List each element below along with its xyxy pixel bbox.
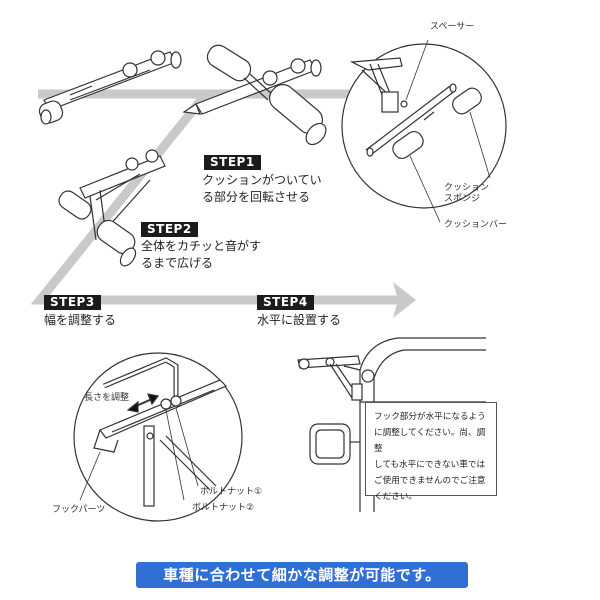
step2-badge: STEP2	[141, 222, 198, 237]
step1-line1: クッションがついてい	[202, 173, 322, 187]
rack-cushion-rotated-illustration	[182, 44, 327, 146]
step4-line1: 水平に設置する	[257, 313, 342, 327]
step2-line2: るまで広げる	[141, 256, 214, 270]
hook-parts-label: フックパーツ	[52, 505, 106, 515]
step2-description: 全体をカチッと音がす るまで広げる	[141, 238, 261, 272]
rack-folded-illustration	[38, 50, 182, 125]
step1-description: クッションがついてい る部分を回転させる	[202, 172, 322, 206]
installation-note: フック部分が水平になるよう に調整してください。尚、調整 しても水平にできない車…	[365, 402, 497, 502]
adjustable-banner: 車種に合わせて細かな調整が可能です。	[136, 562, 468, 588]
cushion-sponge-label-line2: スポンジ	[444, 194, 481, 204]
note-line2: に調整してください。尚、調整	[374, 428, 486, 454]
length-adjust-label: 長さを調整	[84, 393, 130, 403]
step4-badge: STEP4	[257, 295, 314, 310]
cushion-bar-label: クッションバー	[444, 220, 508, 230]
bolt-nut-2-label: ボルトナット②	[192, 503, 255, 513]
note-line5: ください。	[374, 492, 417, 502]
cushion-sponge-label: クッション スポンジ	[444, 183, 489, 205]
adjust-detail-circle	[73, 352, 243, 522]
parts-detail-circle	[341, 39, 507, 223]
step1-badge: STEP1	[204, 155, 261, 170]
step4-description: 水平に設置する	[257, 312, 341, 329]
step2-line1: 全体をカチッと音がす	[141, 239, 262, 253]
step3-description: 幅を調整する	[44, 312, 116, 329]
note-line4: ご使用できませんのでご注意	[374, 476, 486, 486]
step3-badge: STEP3	[44, 295, 101, 310]
note-line3: しても水平にできない車では	[374, 460, 486, 470]
spacer-label: スペーサー	[430, 22, 475, 32]
step3-line1: 幅を調整する	[44, 313, 117, 327]
step1-line2: る部分を回転させる	[202, 190, 311, 204]
cushion-sponge-label-line1: クッション	[444, 183, 490, 193]
note-line1: フック部分が水平になるよう	[374, 412, 486, 422]
rack-expanded-illustration	[58, 149, 166, 267]
bolt-nut-1-label: ボルトナット①	[200, 487, 263, 497]
flow-arrow-head	[393, 282, 416, 318]
